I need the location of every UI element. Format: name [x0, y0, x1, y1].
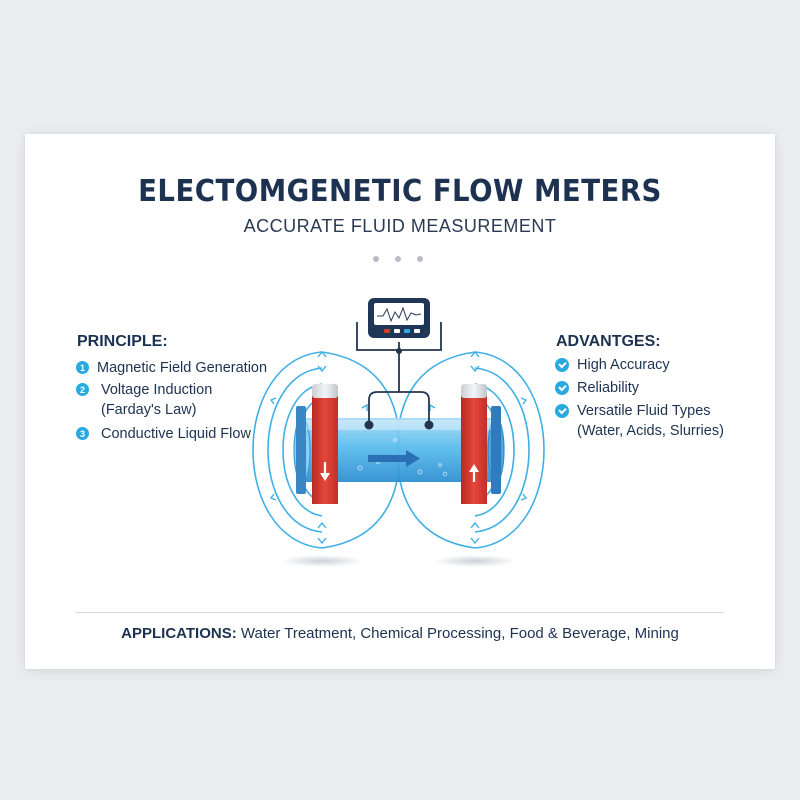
- applications-label: APPLICATIONS:: [121, 625, 237, 642]
- dot-indicator: [395, 256, 401, 262]
- principle-item: 3 Conductive Liquid Flow: [76, 424, 251, 444]
- check-icon: [555, 358, 569, 372]
- principle-item-label: Conductive Liquid Flow: [101, 426, 251, 442]
- dot-indicator: [417, 256, 423, 262]
- check-icon: [555, 381, 569, 395]
- carousel-dots: [370, 256, 430, 264]
- principle-heading: PRINCIPLE:: [77, 333, 168, 350]
- advantage-item-label: Versatile Fluid Types: [577, 403, 711, 419]
- magnet-shadow: [280, 555, 364, 567]
- page-title: ELECTOMGENETIC FLOW METERS: [138, 174, 662, 209]
- infographic-card: [25, 134, 775, 669]
- advantage-item-label: High Accuracy: [577, 357, 670, 373]
- principle-item: 1 Magnetic Field Generation: [76, 358, 267, 378]
- principle-item-label: Voltage Induction: [101, 382, 213, 398]
- number-badge: 1: [76, 361, 89, 374]
- applications-line: APPLICATIONS: Water Treatment, Chemical …: [0, 625, 800, 642]
- divider: [75, 612, 724, 613]
- field-direction-arrows: [269, 350, 528, 545]
- meter-display-icon: [368, 298, 430, 338]
- flow-arrow-icon: [368, 450, 420, 467]
- magnet-shadow: [433, 555, 517, 567]
- dot-indicator: [373, 256, 379, 262]
- check-icon: [555, 404, 569, 418]
- magnet-left-icon: [296, 384, 338, 504]
- wire-junction: [396, 348, 402, 354]
- advantage-item: High Accuracy: [555, 355, 670, 375]
- magnet-right-icon: [461, 384, 501, 504]
- advantage-item-sublabel: (Water, Acids, Slurries): [577, 423, 724, 439]
- applications-text: Water Treatment, Chemical Processing, Fo…: [236, 625, 679, 642]
- advantages-heading: ADVANTGES:: [556, 333, 661, 350]
- principle-item: 2 Voltage Induction (Farday's Law): [76, 380, 212, 420]
- number-badge: 3: [76, 427, 89, 440]
- principle-item-sublabel: (Farday's Law): [101, 402, 197, 418]
- principle-item-label: Magnetic Field Generation: [97, 360, 268, 376]
- advantage-item: Versatile Fluid Types (Water, Acids, Slu…: [555, 401, 724, 441]
- number-badge: 2: [76, 383, 89, 396]
- advantage-item: Reliability: [555, 378, 639, 398]
- electrode: [424, 420, 434, 430]
- advantage-item-label: Reliability: [577, 380, 640, 396]
- page-subtitle: ACCURATE FLUID MEASUREMENT: [243, 216, 557, 236]
- electrode: [364, 420, 374, 430]
